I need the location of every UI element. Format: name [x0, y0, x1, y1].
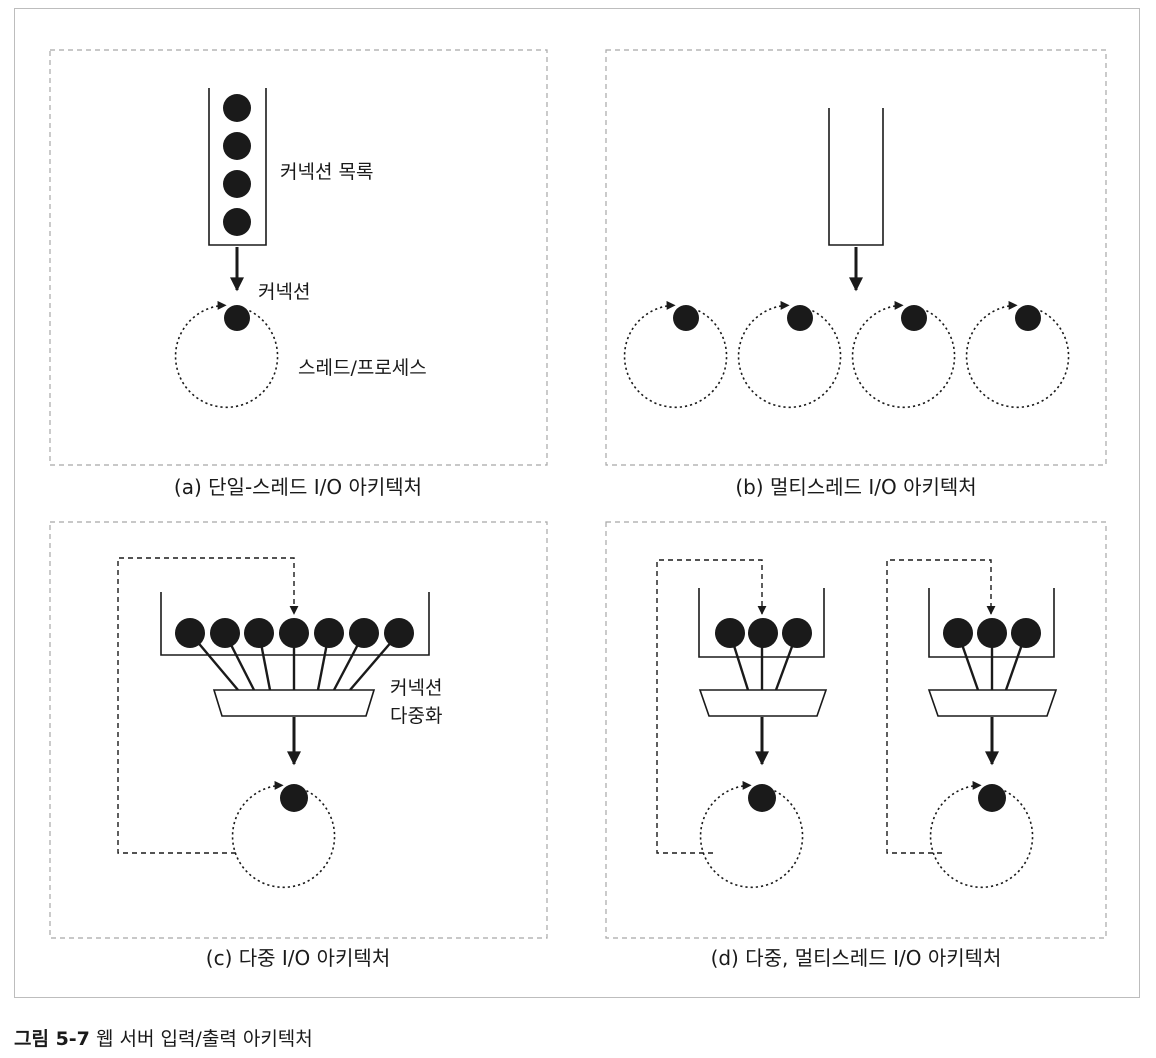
figure-number: 그림 5-7: [14, 1028, 90, 1050]
thread-loop: [929, 780, 1034, 889]
active-connection: [673, 305, 699, 331]
panel-b: (b) 멀티스레드 I/O 아키텍처: [605, 49, 1107, 499]
panel-c-border: [49, 521, 548, 939]
connection-queue: [828, 108, 884, 246]
active-connection: [224, 305, 250, 331]
queued-connection: [175, 618, 205, 648]
figure-frame: [14, 8, 1140, 998]
thread-loop: [737, 300, 842, 409]
queued-connection: [1011, 618, 1041, 648]
mux-label-line1: 커넥션: [390, 677, 442, 699]
active-connection: [978, 784, 1006, 812]
architecture-diagram: 커넥션 목록 커넥션 스레드/프로세스 (a) 단일-스레드 I/O 아키텍처 …: [49, 49, 1107, 970]
queued-connection: [210, 618, 240, 648]
mux-unit-left: [656, 559, 828, 889]
queued-connection: [349, 618, 379, 648]
queued-connection: [715, 618, 745, 648]
panel-a-border: [49, 49, 548, 466]
thread-loop: [231, 780, 336, 889]
figure-title: 웹 서버 입력/출력 아키텍처: [95, 1028, 313, 1050]
feedback-path: [886, 559, 996, 854]
thread-loop: [965, 300, 1070, 409]
panel-a: 커넥션 목록 커넥션 스레드/프로세스 (a) 단일-스레드 I/O 아키텍처: [49, 49, 548, 499]
queued-connection: [223, 170, 251, 198]
queued-connection: [279, 618, 309, 648]
figure-caption: 그림 5-7 웹 서버 입력/출력 아키텍처: [14, 1024, 313, 1051]
panel-c: 커넥션 다중화 (c) 다중 I/O 아키텍처: [49, 521, 548, 970]
queued-connection: [748, 618, 778, 648]
connection-label: 커넥션: [258, 281, 310, 303]
thread-loop: [174, 300, 279, 409]
thread-label: 스레드/프로세스: [298, 357, 427, 379]
queued-connection: [782, 618, 812, 648]
queued-connection: [943, 618, 973, 648]
thread-loop: [851, 300, 956, 409]
panel-a-caption: (a) 단일-스레드 I/O 아키텍처: [174, 475, 422, 499]
active-connection: [280, 784, 308, 812]
mux-unit-right: [886, 559, 1058, 889]
queued-connection: [384, 618, 414, 648]
queued-connection: [223, 94, 251, 122]
thread-loop: [699, 780, 804, 889]
multiplexer: [927, 689, 1058, 717]
multiplexer: [212, 689, 376, 717]
panel-b-caption: (b) 멀티스레드 I/O 아키텍처: [735, 475, 976, 499]
queued-connection: [314, 618, 344, 648]
queue-label: 커넥션 목록: [280, 161, 373, 183]
feedback-path: [117, 557, 299, 854]
thread-loop: [623, 300, 728, 409]
mux-label-line2: 다중화: [390, 705, 442, 727]
queued-connection: [223, 132, 251, 160]
active-connection: [748, 784, 776, 812]
active-connection: [787, 305, 813, 331]
panel-b-border: [605, 49, 1107, 466]
queued-connection: [223, 208, 251, 236]
panel-d-caption: (d) 다중, 멀티스레드 I/O 아키텍처: [711, 946, 1002, 970]
multiplexer: [698, 689, 828, 717]
panel-c-caption: (c) 다중 I/O 아키텍처: [206, 946, 390, 970]
active-connection: [901, 305, 927, 331]
queued-connection: [244, 618, 274, 648]
panel-d-border: [605, 521, 1107, 939]
active-connection: [1015, 305, 1041, 331]
feedback-path: [656, 559, 767, 854]
connection-queue: [208, 88, 267, 246]
queued-connection: [977, 618, 1007, 648]
panel-d: (d) 다중, 멀티스레드 I/O 아키텍처: [605, 521, 1107, 970]
